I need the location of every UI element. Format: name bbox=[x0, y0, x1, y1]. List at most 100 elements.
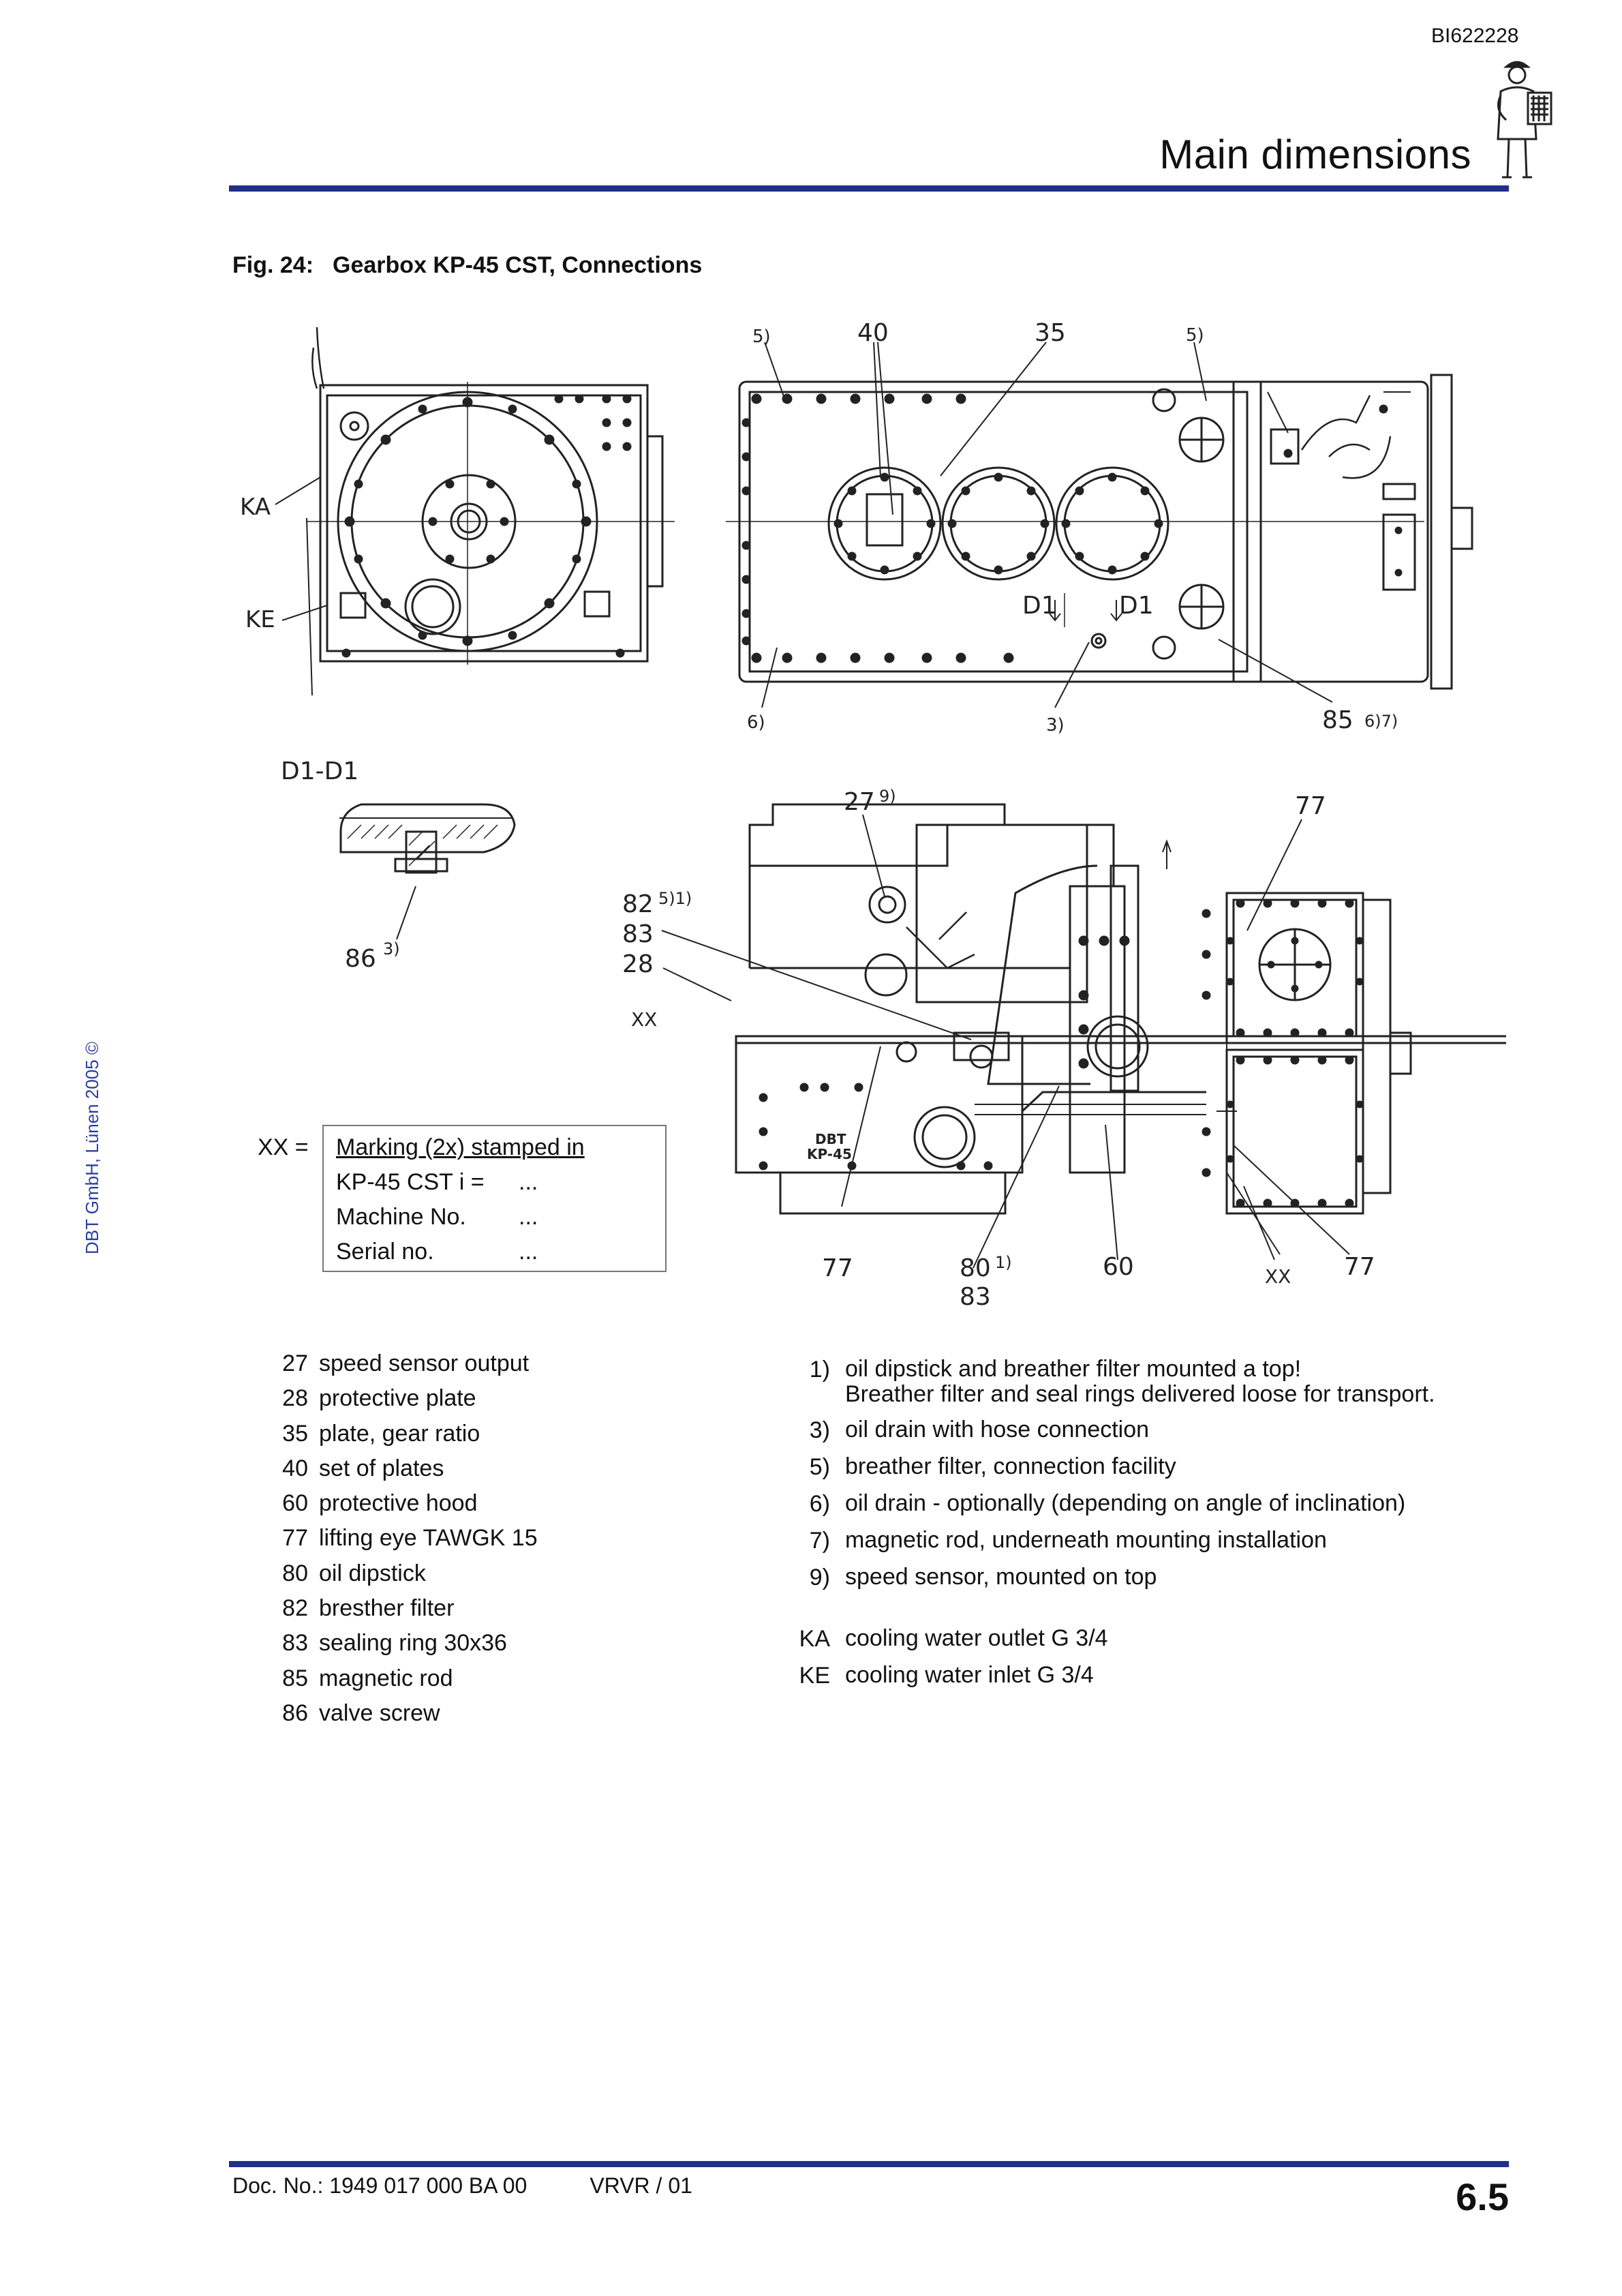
legend-item: 27 speed sensor output bbox=[267, 1346, 538, 1381]
marking-row-key: KP-45 CST i = bbox=[336, 1169, 485, 1195]
legend-text: bresther filter bbox=[319, 1595, 455, 1622]
legend-item: 86 valve screw bbox=[267, 1696, 538, 1731]
callout-35: 35 bbox=[1035, 319, 1066, 347]
footnote-text: oil drain - optionally (depending on ang… bbox=[845, 1490, 1406, 1516]
footnote-9: 9) speed sensor, mounted on top bbox=[791, 1565, 1435, 1591]
footer-info: Doc. No.: 1949 017 000 BA 00 VRVR / 01 bbox=[232, 2173, 692, 2199]
callout-60: 60 bbox=[1103, 1253, 1134, 1281]
marking-label: XX = bbox=[258, 1134, 309, 1160]
legend-number: 40 bbox=[282, 1455, 308, 1481]
footnote-key: 6) bbox=[809, 1491, 830, 1517]
legend-text: valve screw bbox=[319, 1700, 440, 1726]
legend-text: protective plate bbox=[319, 1385, 476, 1412]
figure-title: Gearbox KP-45 CST, Connections bbox=[333, 252, 703, 278]
footnote-text: magnetic rod, underneath mounting instal… bbox=[845, 1527, 1327, 1553]
legend-item: 80 oil dipstick bbox=[267, 1556, 538, 1591]
lower-view bbox=[735, 803, 1506, 1215]
legend-number: 80 bbox=[282, 1560, 308, 1586]
revision: VRVR / 01 bbox=[590, 2173, 692, 2198]
front-view bbox=[306, 327, 675, 696]
callout-xx-left: XX bbox=[631, 1008, 657, 1031]
footnote-text: oil drain with hose connection bbox=[845, 1417, 1150, 1442]
callout-83-bottom: 83 bbox=[960, 1283, 991, 1311]
callout-77-top: 77 bbox=[1295, 792, 1326, 820]
section-title: Main dimensions bbox=[1159, 132, 1471, 177]
cooling-inlet: KE cooling water inlet G 3/4 bbox=[791, 1663, 1108, 1689]
figure-number: Fig. 24: bbox=[232, 252, 314, 278]
footnote-text: breather filter, connection facility bbox=[845, 1453, 1176, 1479]
cooling-outlet: KA cooling water outlet G 3/4 bbox=[791, 1626, 1108, 1652]
footnote-5: 5) breather filter, connection facility bbox=[791, 1454, 1435, 1481]
footnote-key: 1) bbox=[809, 1357, 830, 1383]
callout-83-top: 83 bbox=[622, 920, 654, 948]
copyright-notice: DBT GmbH, Lünen 2005 © bbox=[82, 1041, 102, 1254]
footnote-6: 6) oil drain - optionally (depending on … bbox=[791, 1491, 1435, 1517]
cooling-connections: KA cooling water outlet G 3/4 KE cooling… bbox=[791, 1626, 1108, 1700]
dbt-logo-text: DBT bbox=[815, 1131, 846, 1147]
lower-leaders bbox=[661, 814, 1350, 1269]
marking-box: Marking (2x) stamped in KP-45 CST i = ..… bbox=[322, 1125, 667, 1272]
cooling-key: KA bbox=[799, 1626, 830, 1652]
callout-27-note: 9) bbox=[879, 787, 896, 806]
callout-6: 6) bbox=[747, 712, 765, 733]
page-number: 6.5 bbox=[1456, 2175, 1509, 2218]
legend-text: speed sensor output bbox=[319, 1350, 530, 1376]
gearbox-drawing: 5) 40 35 5) KA KE D1 D1 6) 3) 85 6)7) D1… bbox=[240, 319, 1506, 1311]
marking-row-machine-no: Machine No. ... bbox=[336, 1200, 665, 1235]
upper-leaders bbox=[275, 342, 1333, 708]
marking-row-value: ... bbox=[519, 1169, 538, 1195]
footnote-key: 7) bbox=[809, 1528, 830, 1554]
technician-icon bbox=[1497, 61, 1552, 179]
legend-text: lifting eye TAWGK 15 bbox=[319, 1525, 538, 1552]
footnote-key: 9) bbox=[809, 1565, 830, 1590]
legend-number: 35 bbox=[282, 1420, 308, 1447]
legend-item: 77 lifting eye TAWGK 15 bbox=[267, 1521, 538, 1556]
callout-80: 80 bbox=[960, 1254, 991, 1282]
footnote-key: 3) bbox=[809, 1417, 830, 1443]
callout-6-7: 6)7) bbox=[1364, 712, 1398, 731]
callout-3: 3) bbox=[1046, 715, 1065, 736]
callout-40: 40 bbox=[857, 319, 889, 347]
legend-number: 82 bbox=[282, 1595, 308, 1622]
legend-number: 27 bbox=[282, 1350, 308, 1376]
kp45-logo-text: KP-45 bbox=[807, 1146, 852, 1162]
marking-row-key: Machine No. bbox=[336, 1204, 466, 1230]
callout-28: 28 bbox=[622, 950, 654, 978]
footnote-key: 5) bbox=[809, 1454, 830, 1480]
section-d1-d1 bbox=[339, 803, 516, 940]
callout-77-bottom-right: 77 bbox=[1344, 1253, 1375, 1281]
legend-number: 86 bbox=[282, 1700, 308, 1726]
callout-xx-right: XX bbox=[1265, 1265, 1291, 1288]
legend-item: 83 sealing ring 30x36 bbox=[267, 1626, 538, 1661]
callout-86-note: 3) bbox=[383, 939, 400, 958]
section-label-d1-d1: D1-D1 bbox=[281, 757, 358, 785]
marking-row-ratio: KP-45 CST i = ... bbox=[336, 1165, 665, 1200]
callout-82-note: 5)1) bbox=[658, 889, 692, 908]
callout-d1-right: D1 bbox=[1119, 592, 1154, 620]
footnote-text: speed sensor, mounted on top bbox=[845, 1564, 1157, 1590]
footer-rule bbox=[229, 2161, 1509, 2167]
legend-number: 83 bbox=[282, 1630, 308, 1657]
header-rule bbox=[229, 185, 1509, 192]
callout-d1-left: D1 bbox=[1022, 592, 1057, 620]
marking-title: Marking (2x) stamped in bbox=[336, 1134, 585, 1160]
footnote-3: 3) oil drain with hose connection bbox=[791, 1417, 1435, 1444]
marking-row-value: ... bbox=[519, 1204, 538, 1230]
callout-ke: KE bbox=[245, 606, 275, 633]
callout-ka: KA bbox=[240, 494, 271, 521]
legend-number: 60 bbox=[282, 1490, 308, 1517]
legend-text: oil dipstick bbox=[319, 1560, 426, 1586]
legend-number: 85 bbox=[282, 1665, 308, 1691]
legend-text: sealing ring 30x36 bbox=[319, 1630, 507, 1657]
cooling-text: cooling water outlet G 3/4 bbox=[845, 1625, 1108, 1651]
marking-row-value: ... bbox=[519, 1239, 538, 1265]
document-number: Doc. No.: 1949 017 000 BA 00 bbox=[232, 2173, 527, 2198]
legend-number: 77 bbox=[282, 1525, 308, 1552]
callout-77-bottom-left: 77 bbox=[822, 1254, 853, 1282]
cooling-key: KE bbox=[799, 1663, 830, 1689]
legend-text: set of plates bbox=[319, 1455, 444, 1481]
